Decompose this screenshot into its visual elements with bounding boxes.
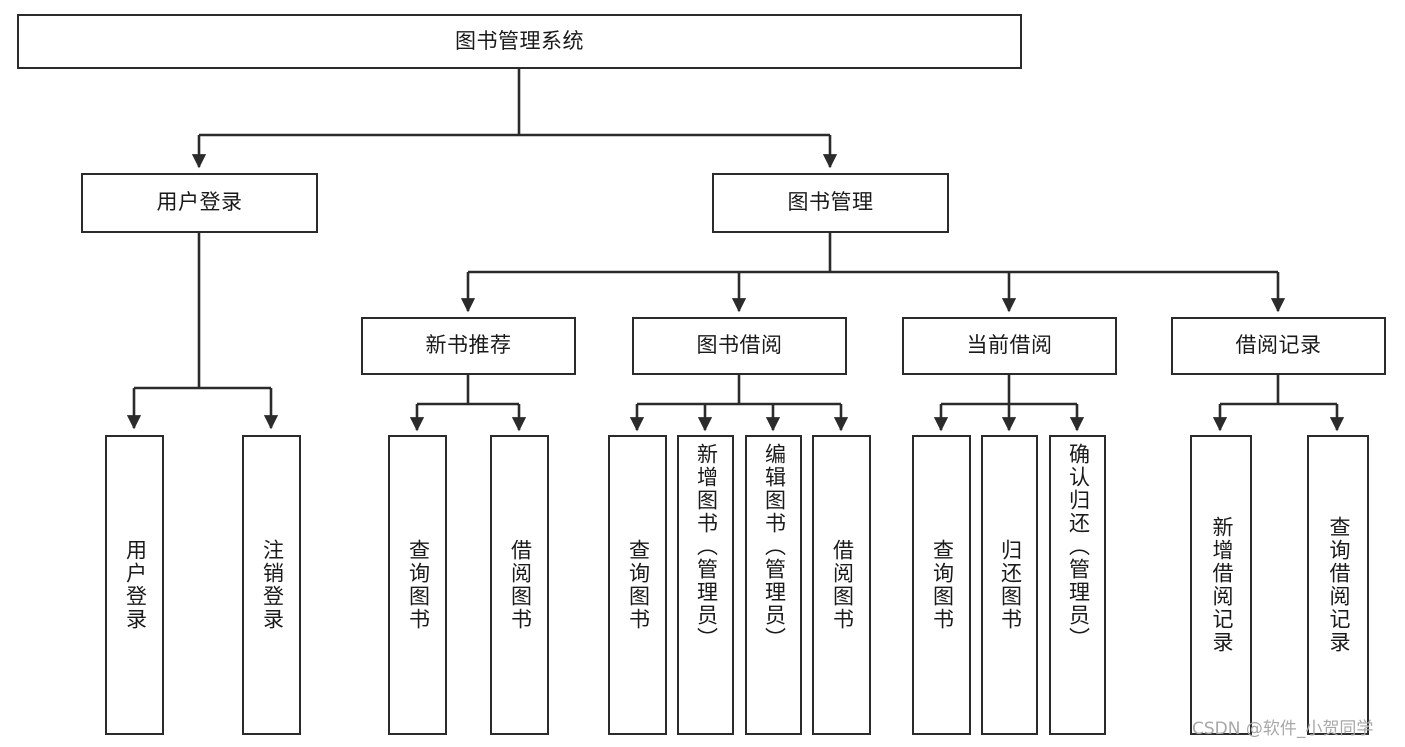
node-book-manage-label: 图书管理 — [787, 191, 874, 215]
node-new-book-recommend-label: 新书推荐 — [425, 334, 512, 358]
node-book-manage[interactable]: 图书管理 — [712, 173, 949, 233]
node-current-borrow[interactable]: 当前借阅 — [902, 317, 1117, 375]
leaf-borrow-book-2[interactable]: 借阅图书 — [812, 435, 871, 735]
csdn-watermark: CSDN @软件_小贺同学 — [1192, 719, 1374, 739]
leaf-query-book-3-label: 查询图书 — [930, 539, 954, 631]
node-borrow-record[interactable]: 借阅记录 — [1171, 317, 1386, 375]
leaf-query-book-1-label: 查询图书 — [406, 539, 430, 631]
node-book-borrow[interactable]: 图书借阅 — [632, 317, 847, 375]
leaf-query-record[interactable]: 查询借阅记录 — [1307, 435, 1369, 735]
leaf-query-book-2[interactable]: 查询图书 — [608, 435, 667, 735]
leaf-add-record-label: 新增借阅记录 — [1210, 516, 1234, 654]
leaf-query-book-1[interactable]: 查询图书 — [388, 435, 447, 735]
leaf-return-book[interactable]: 归还图书 — [981, 435, 1038, 735]
leaf-query-record-label: 查询借阅记录 — [1327, 516, 1351, 654]
leaf-logout[interactable]: 注销登录 — [242, 435, 301, 735]
node-user-login[interactable]: 用户登录 — [81, 173, 318, 233]
leaf-edit-book[interactable]: 编辑图书（管理员） — [745, 435, 802, 735]
leaf-add-book[interactable]: 新增图书（管理员） — [677, 435, 734, 735]
node-current-borrow-label: 当前借阅 — [966, 334, 1053, 358]
node-root[interactable]: 图书管理系统 — [17, 14, 1022, 69]
node-user-login-label: 用户登录 — [156, 191, 243, 215]
node-borrow-record-label: 借阅记录 — [1235, 334, 1322, 358]
leaf-add-record[interactable]: 新增借阅记录 — [1190, 435, 1252, 735]
node-new-book-recommend[interactable]: 新书推荐 — [361, 317, 576, 375]
leaf-query-book-3[interactable]: 查询图书 — [912, 435, 971, 735]
leaf-confirm-return[interactable]: 确认归还（管理员） — [1049, 435, 1106, 735]
leaf-add-book-label: 新增图书（管理员） — [694, 443, 718, 650]
leaf-logout-label: 注销登录 — [260, 539, 284, 631]
leaf-query-book-2-label: 查询图书 — [626, 539, 650, 631]
node-root-label: 图书管理系统 — [455, 29, 584, 53]
leaf-return-book-label: 归还图书 — [998, 539, 1022, 631]
leaf-edit-book-label: 编辑图书（管理员） — [762, 443, 786, 650]
node-book-borrow-label: 图书借阅 — [696, 334, 783, 358]
leaf-confirm-return-label: 确认归还（管理员） — [1066, 443, 1090, 650]
leaf-user-login[interactable]: 用户登录 — [105, 435, 164, 735]
leaf-user-login-label: 用户登录 — [123, 539, 147, 631]
leaf-borrow-book-1-label: 借阅图书 — [508, 539, 532, 631]
leaf-borrow-book-2-label: 借阅图书 — [830, 539, 854, 631]
leaf-borrow-book-1[interactable]: 借阅图书 — [490, 435, 549, 735]
